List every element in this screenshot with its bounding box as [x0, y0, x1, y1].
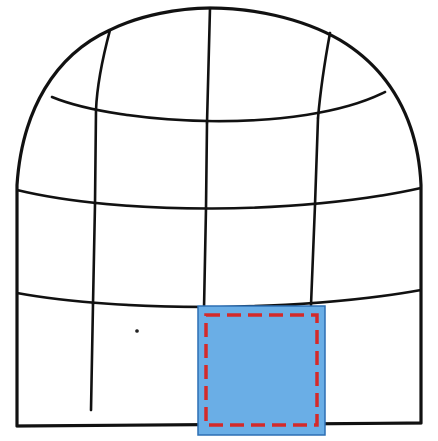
- row-line-3: [17, 290, 421, 307]
- row-line-1: [52, 92, 385, 121]
- joint-top-right: [318, 33, 330, 118]
- joint-row3-left: [93, 204, 95, 304]
- joint-row2-left: [95, 110, 96, 204]
- joint-row3-right: [311, 205, 315, 305]
- joint-row2-middle: [206, 123, 207, 208]
- speck-dot: [135, 329, 139, 333]
- joint-row3-middle: [204, 208, 206, 309]
- joint-top-middle: [207, 8, 210, 123]
- joint-row2-right: [315, 118, 318, 205]
- joint-bottom-left: [91, 304, 93, 410]
- highlighted-block: [198, 306, 325, 435]
- joint-top-left: [96, 30, 110, 110]
- row-line-2: [17, 188, 421, 209]
